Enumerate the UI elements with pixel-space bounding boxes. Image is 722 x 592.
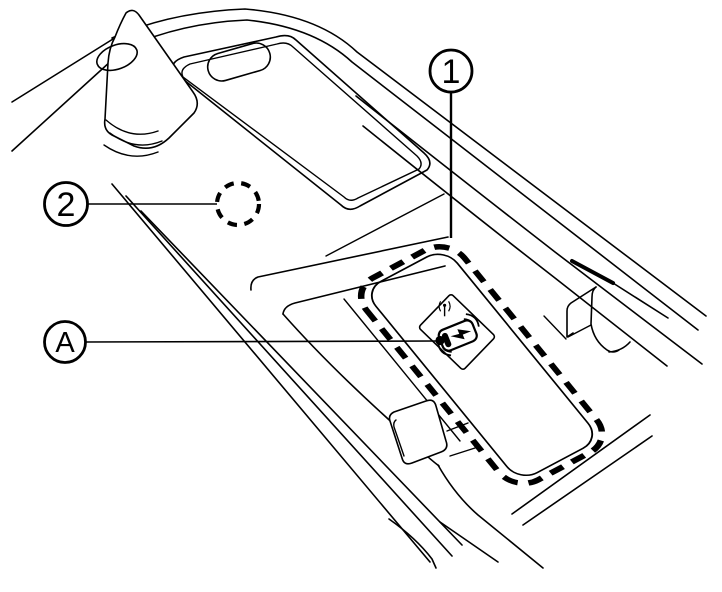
- tray-outline: [171, 34, 431, 211]
- leader-lines: [84, 92, 453, 346]
- callout-a-circle: [43, 320, 87, 364]
- charging-bolt-icon: [450, 329, 472, 340]
- pocket-tick-1: [446, 422, 469, 432]
- bin-left-wall: [566, 286, 597, 338]
- leader-line-a: [84, 340, 437, 343]
- bin-left-diagonal: [543, 315, 567, 340]
- callout-a: A: [43, 320, 87, 364]
- side-pocket-inner-line: [393, 419, 405, 457]
- side-pocket-outline: [388, 399, 448, 465]
- charging-pad-surface: [370, 253, 594, 476]
- shift-boot: [96, 9, 199, 157]
- callout-a-label: A: [55, 327, 75, 359]
- pad-left-rim: [343, 298, 461, 442]
- dashed-pad-outline: [357, 244, 606, 487]
- shift-boot-outline: [103, 9, 199, 149]
- boot-fold-line-2: [105, 119, 159, 135]
- lower-left-edges: [111, 183, 463, 569]
- console-outer-edge: [111, 8, 707, 317]
- callout-1: 1: [428, 48, 474, 94]
- icon-plate: [418, 294, 496, 370]
- console-left-edge-line: [11, 38, 114, 103]
- charge-wave-top-2: [465, 313, 480, 327]
- armrest-front-edge-upper: [250, 236, 449, 291]
- left-diagonal-1: [111, 183, 431, 563]
- callout-1-circle: [428, 48, 474, 94]
- callout-2-label: 2: [57, 186, 76, 224]
- antenna-waves-icon: [438, 300, 451, 317]
- shift-knob-oval: [96, 42, 138, 72]
- bin-bottom-arc: [608, 341, 631, 353]
- phone-base-bar: [441, 332, 452, 348]
- console-mid-edge-2: [362, 125, 668, 367]
- callout-2: 2: [43, 181, 89, 227]
- callout-2-circle: [43, 181, 89, 227]
- left-diagonal-3: [140, 210, 463, 546]
- tray-inner-liner: [181, 42, 422, 201]
- storage-tray: [171, 34, 431, 211]
- left-diagonal-2: [125, 195, 453, 557]
- antenna-dot: [442, 303, 447, 307]
- antenna-wave-right: [448, 300, 451, 312]
- antenna-wave-left: [438, 300, 442, 312]
- bin-back-edge-thick: [570, 259, 615, 285]
- wireless-charging-phone-icon: [437, 319, 478, 352]
- console-left-edge-line-2: [11, 50, 123, 152]
- pocket-tick-2: [449, 447, 476, 457]
- leader-dot-a: [435, 335, 445, 346]
- tray-slot: [206, 42, 272, 82]
- console-crease-line: [325, 193, 445, 257]
- boot-fold-line-3: [103, 144, 159, 157]
- armrest-front-edge-lower: [282, 265, 446, 315]
- console-outer-edge-inner: [120, 19, 699, 331]
- boot-fold-line-1: [109, 132, 163, 146]
- callout-1-label: 1: [442, 53, 461, 91]
- pad-tray-lip-1: [511, 414, 651, 515]
- bin-back-edge-thin: [612, 282, 669, 319]
- tray-corner-edge-1: [437, 464, 544, 569]
- side-pocket: [388, 399, 476, 465]
- left-edge-hook: [388, 518, 437, 569]
- pad-tray-lip-2: [522, 435, 653, 526]
- divider-bin: [543, 259, 669, 353]
- console-mid-edge: [355, 95, 703, 365]
- tray-corner-edge-2: [439, 521, 499, 563]
- wireless-charging-pad: [357, 244, 606, 487]
- lower-right-edges: [437, 414, 653, 569]
- dashed-circle-marker: [214, 180, 262, 228]
- bin-lip: [567, 324, 592, 338]
